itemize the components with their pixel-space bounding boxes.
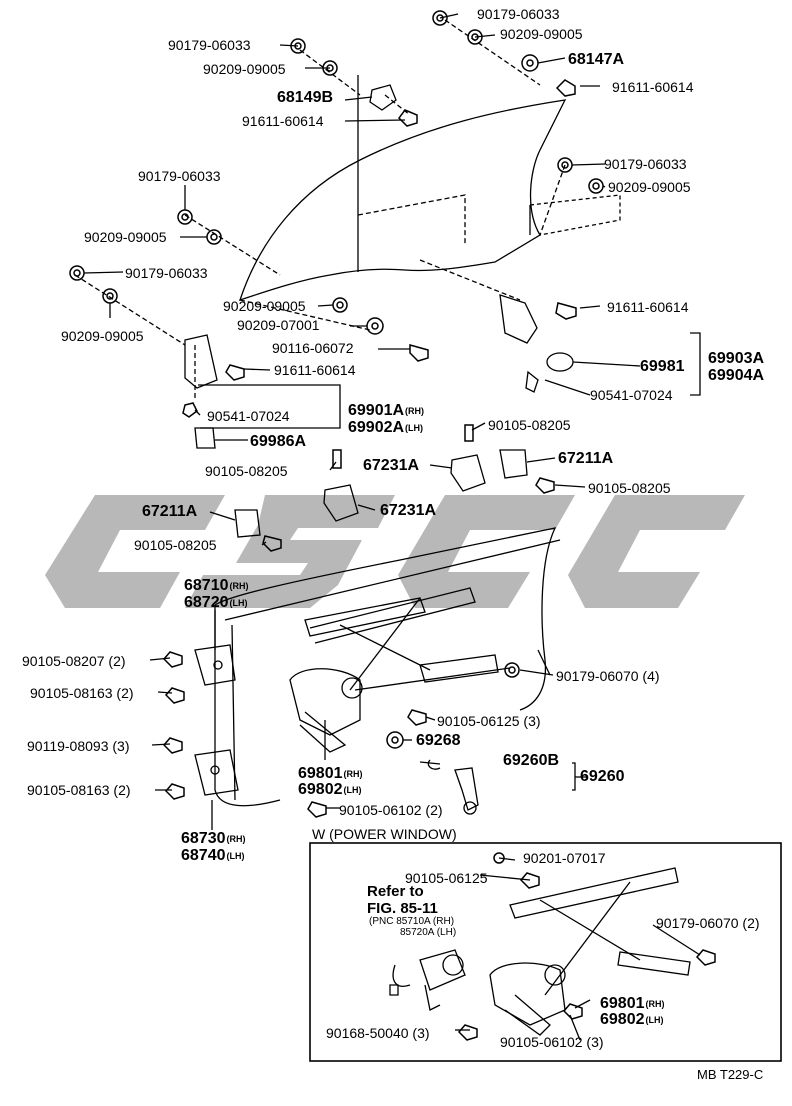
part-label: 68710(RH) — [184, 577, 249, 594]
part-label: 90201-07017 — [523, 850, 606, 866]
part-label: 90209-09005 — [84, 229, 167, 245]
reference-note: (PNC 85710A (RH) — [369, 916, 455, 927]
part-label: 90105-08163 (2) — [30, 685, 134, 701]
part-label: 90179-06033 — [125, 265, 208, 281]
part-label: 90209-09005 — [61, 328, 144, 344]
figure-code: MB T229-C — [697, 1067, 764, 1082]
part-label: 90179-06033 — [138, 168, 221, 184]
part-label: 69902A(LH) — [348, 419, 424, 436]
part-label: 68147A — [568, 51, 625, 68]
part-label: 90209-09005 — [203, 61, 286, 77]
part-label: 90209-07001 — [237, 317, 320, 333]
part-label: 90179-06070 (2) — [656, 915, 760, 931]
part-label: 69802(LH) — [600, 1011, 664, 1028]
part-label: 90105-08205 — [134, 537, 217, 553]
part-label: 67231A — [363, 457, 420, 474]
part-label: 67211A — [142, 503, 198, 520]
part-label: 67211A — [558, 450, 614, 467]
part-label: 90179-06070 (4) — [556, 668, 660, 684]
part-label: 90105-06125 — [405, 870, 488, 886]
section-title: W (POWER WINDOW) — [312, 826, 457, 842]
part-label: 90105-08205 — [205, 463, 288, 479]
watermark-logo — [45, 495, 745, 608]
part-label: 90105-06125 (3) — [437, 713, 541, 729]
part-label: 90105-08163 (2) — [27, 782, 131, 798]
part-label: 90179-06033 — [168, 37, 251, 53]
part-label: 90105-06102 (2) — [339, 802, 443, 818]
part-label: 69260B — [503, 752, 560, 769]
reference-note: 85720A (LH) — [400, 927, 457, 938]
part-label: 69903A — [708, 350, 765, 367]
part-label: 90105-08205 — [588, 480, 671, 496]
part-label: 69260 — [580, 768, 625, 785]
part-label: 68149B — [277, 89, 334, 106]
reference-note: FIG. 85-11 — [367, 900, 438, 917]
part-label: 68720(LH) — [184, 594, 248, 611]
part-label: 67231A — [380, 502, 437, 519]
part-label: 91611-60614 — [274, 362, 356, 378]
part-label: 69801(RH) — [298, 765, 363, 782]
part-label: 69801(RH) — [600, 995, 665, 1012]
part-label: 90179-06033 — [477, 6, 560, 22]
part-label: 90168-50040 (3) — [326, 1025, 430, 1041]
part-label: 68740(LH) — [181, 847, 245, 864]
part-label: 90105-08205 — [488, 417, 571, 433]
part-label: 69901A(RH) — [348, 402, 425, 419]
part-label: 90105-06102 (3) — [500, 1034, 604, 1050]
part-label: 90541-07024 — [207, 408, 290, 424]
part-label: 91611-60614 — [607, 299, 689, 315]
part-label: 91611-60614 — [612, 79, 694, 95]
part-label: 90541-07024 — [590, 387, 673, 403]
drawing-lines — [69, 10, 782, 1062]
part-label: 90119-08093 (3) — [27, 738, 130, 754]
part-label: 90116-06072 — [272, 340, 354, 356]
part-label: 90179-06033 — [604, 156, 687, 172]
part-label: 69986A — [250, 433, 307, 450]
part-label: 90209-09005 — [500, 26, 583, 42]
part-label: 68730(RH) — [181, 830, 246, 847]
part-label: 90105-08207 (2) — [22, 653, 126, 669]
part-label: 69802(LH) — [298, 781, 362, 798]
reference-note: Refer to — [367, 883, 424, 900]
part-label: 69981 — [640, 358, 685, 375]
part-label: 90209-09005 — [608, 179, 691, 195]
part-label: 91611-60614 — [242, 113, 324, 129]
part-label: 69904A — [708, 367, 765, 384]
part-label: 90209-09005 — [223, 298, 306, 314]
part-label: 69268 — [416, 732, 461, 749]
